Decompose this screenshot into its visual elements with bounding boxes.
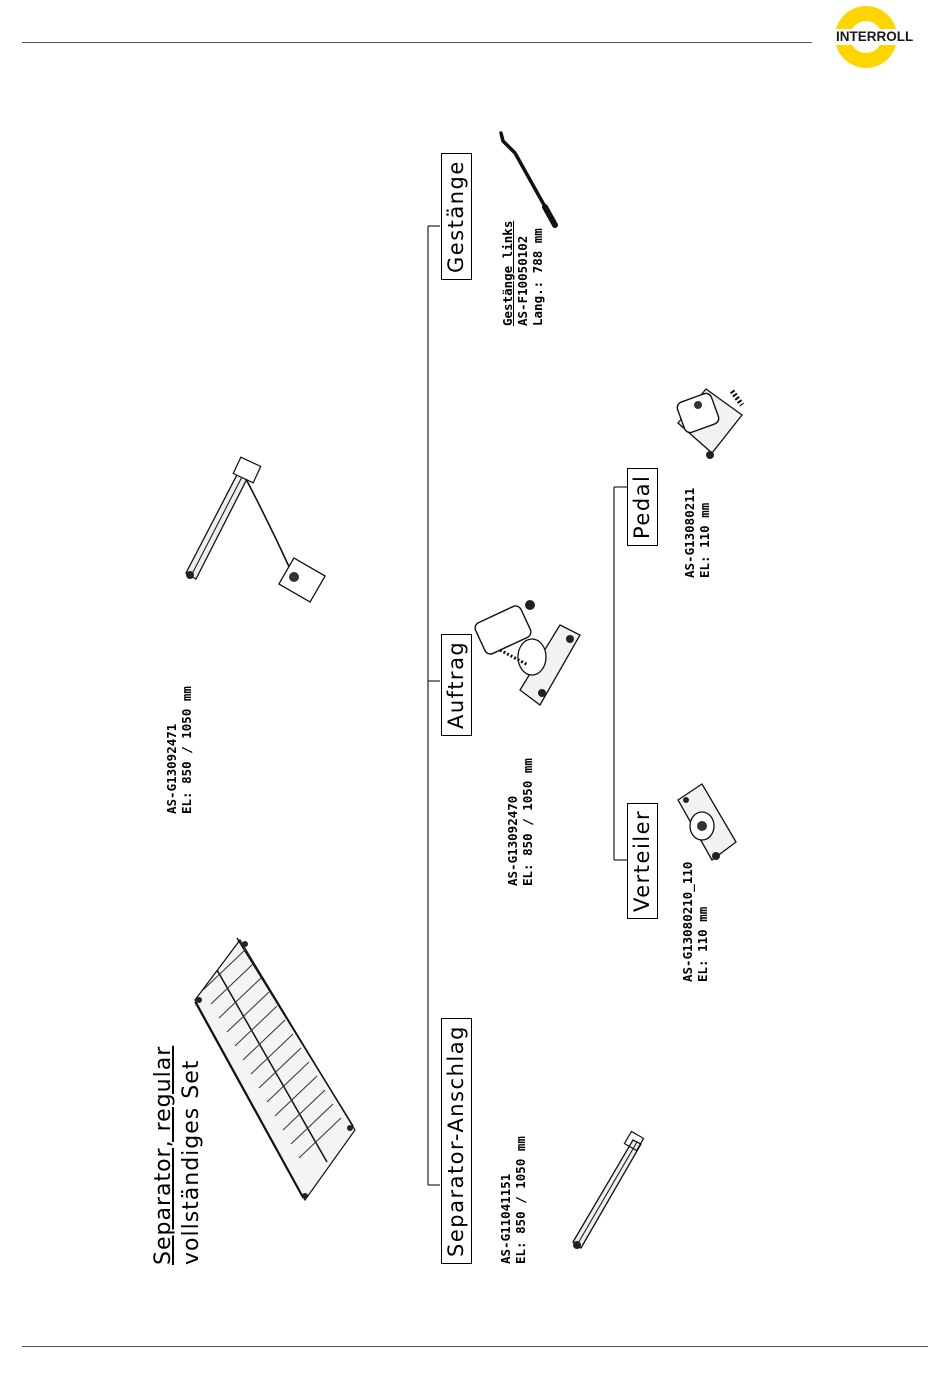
part-length: Lang.: 788 mm: [530, 221, 545, 326]
part-length: EL: 110 mm: [695, 862, 710, 982]
part-length: EL: 850 / 1050 mm: [179, 686, 194, 814]
part-number: AS-G13092470: [505, 758, 520, 886]
part-length: EL: 110 mm: [697, 488, 712, 578]
part-number: AS-G13080211: [682, 488, 697, 578]
part-number: AS-G13092471: [164, 686, 179, 814]
part-label-set: AS-G13092471 EL: 850 / 1050 mm: [164, 686, 194, 814]
anschlag-illustration: [565, 1130, 650, 1255]
title-line-1: Separator, regular: [150, 1046, 178, 1265]
part-label-anschlag: AS-G11041151 EL: 850 / 1050 mm: [498, 1136, 528, 1264]
part-number: AS-G11041151: [498, 1136, 513, 1264]
part-label-auftrag: AS-G13092470 EL: 850 / 1050 mm: [505, 758, 535, 886]
auftrag-illustration: [470, 595, 590, 710]
part-number: AS-F10050102: [515, 221, 530, 326]
gestaenge-illustration: [495, 125, 565, 230]
pedal-illustration: [668, 383, 748, 463]
node-auftrag: Auftrag: [441, 634, 472, 736]
node-pedal: Pedal: [627, 468, 658, 546]
node-verteiler: Verteiler: [627, 803, 658, 919]
assembly-illustration: [180, 455, 340, 615]
title-block: Separator, regular vollständiges Set: [150, 1046, 206, 1265]
node-separator-anschlag: Separator-Anschlag: [441, 1018, 472, 1264]
separator-set-illustration: [185, 930, 365, 1210]
part-label-gestaenge: Gestänge links AS-F10050102 Lang.: 788 m…: [500, 221, 545, 326]
verteiler-illustration: [672, 780, 742, 872]
part-label-verteiler: AS-G13080210_110 EL: 110 mm: [680, 862, 710, 982]
part-length: EL: 850 / 1050 mm: [520, 758, 535, 886]
part-length: EL: 850 / 1050 mm: [513, 1136, 528, 1264]
part-name: Gestänge links: [500, 221, 515, 326]
title-line-2: vollständiges Set: [178, 1046, 206, 1265]
part-label-pedal: AS-G13080211 EL: 110 mm: [682, 488, 712, 578]
part-number: AS-G13080210_110: [680, 862, 695, 982]
node-gestaenge: Gestänge: [441, 153, 472, 280]
